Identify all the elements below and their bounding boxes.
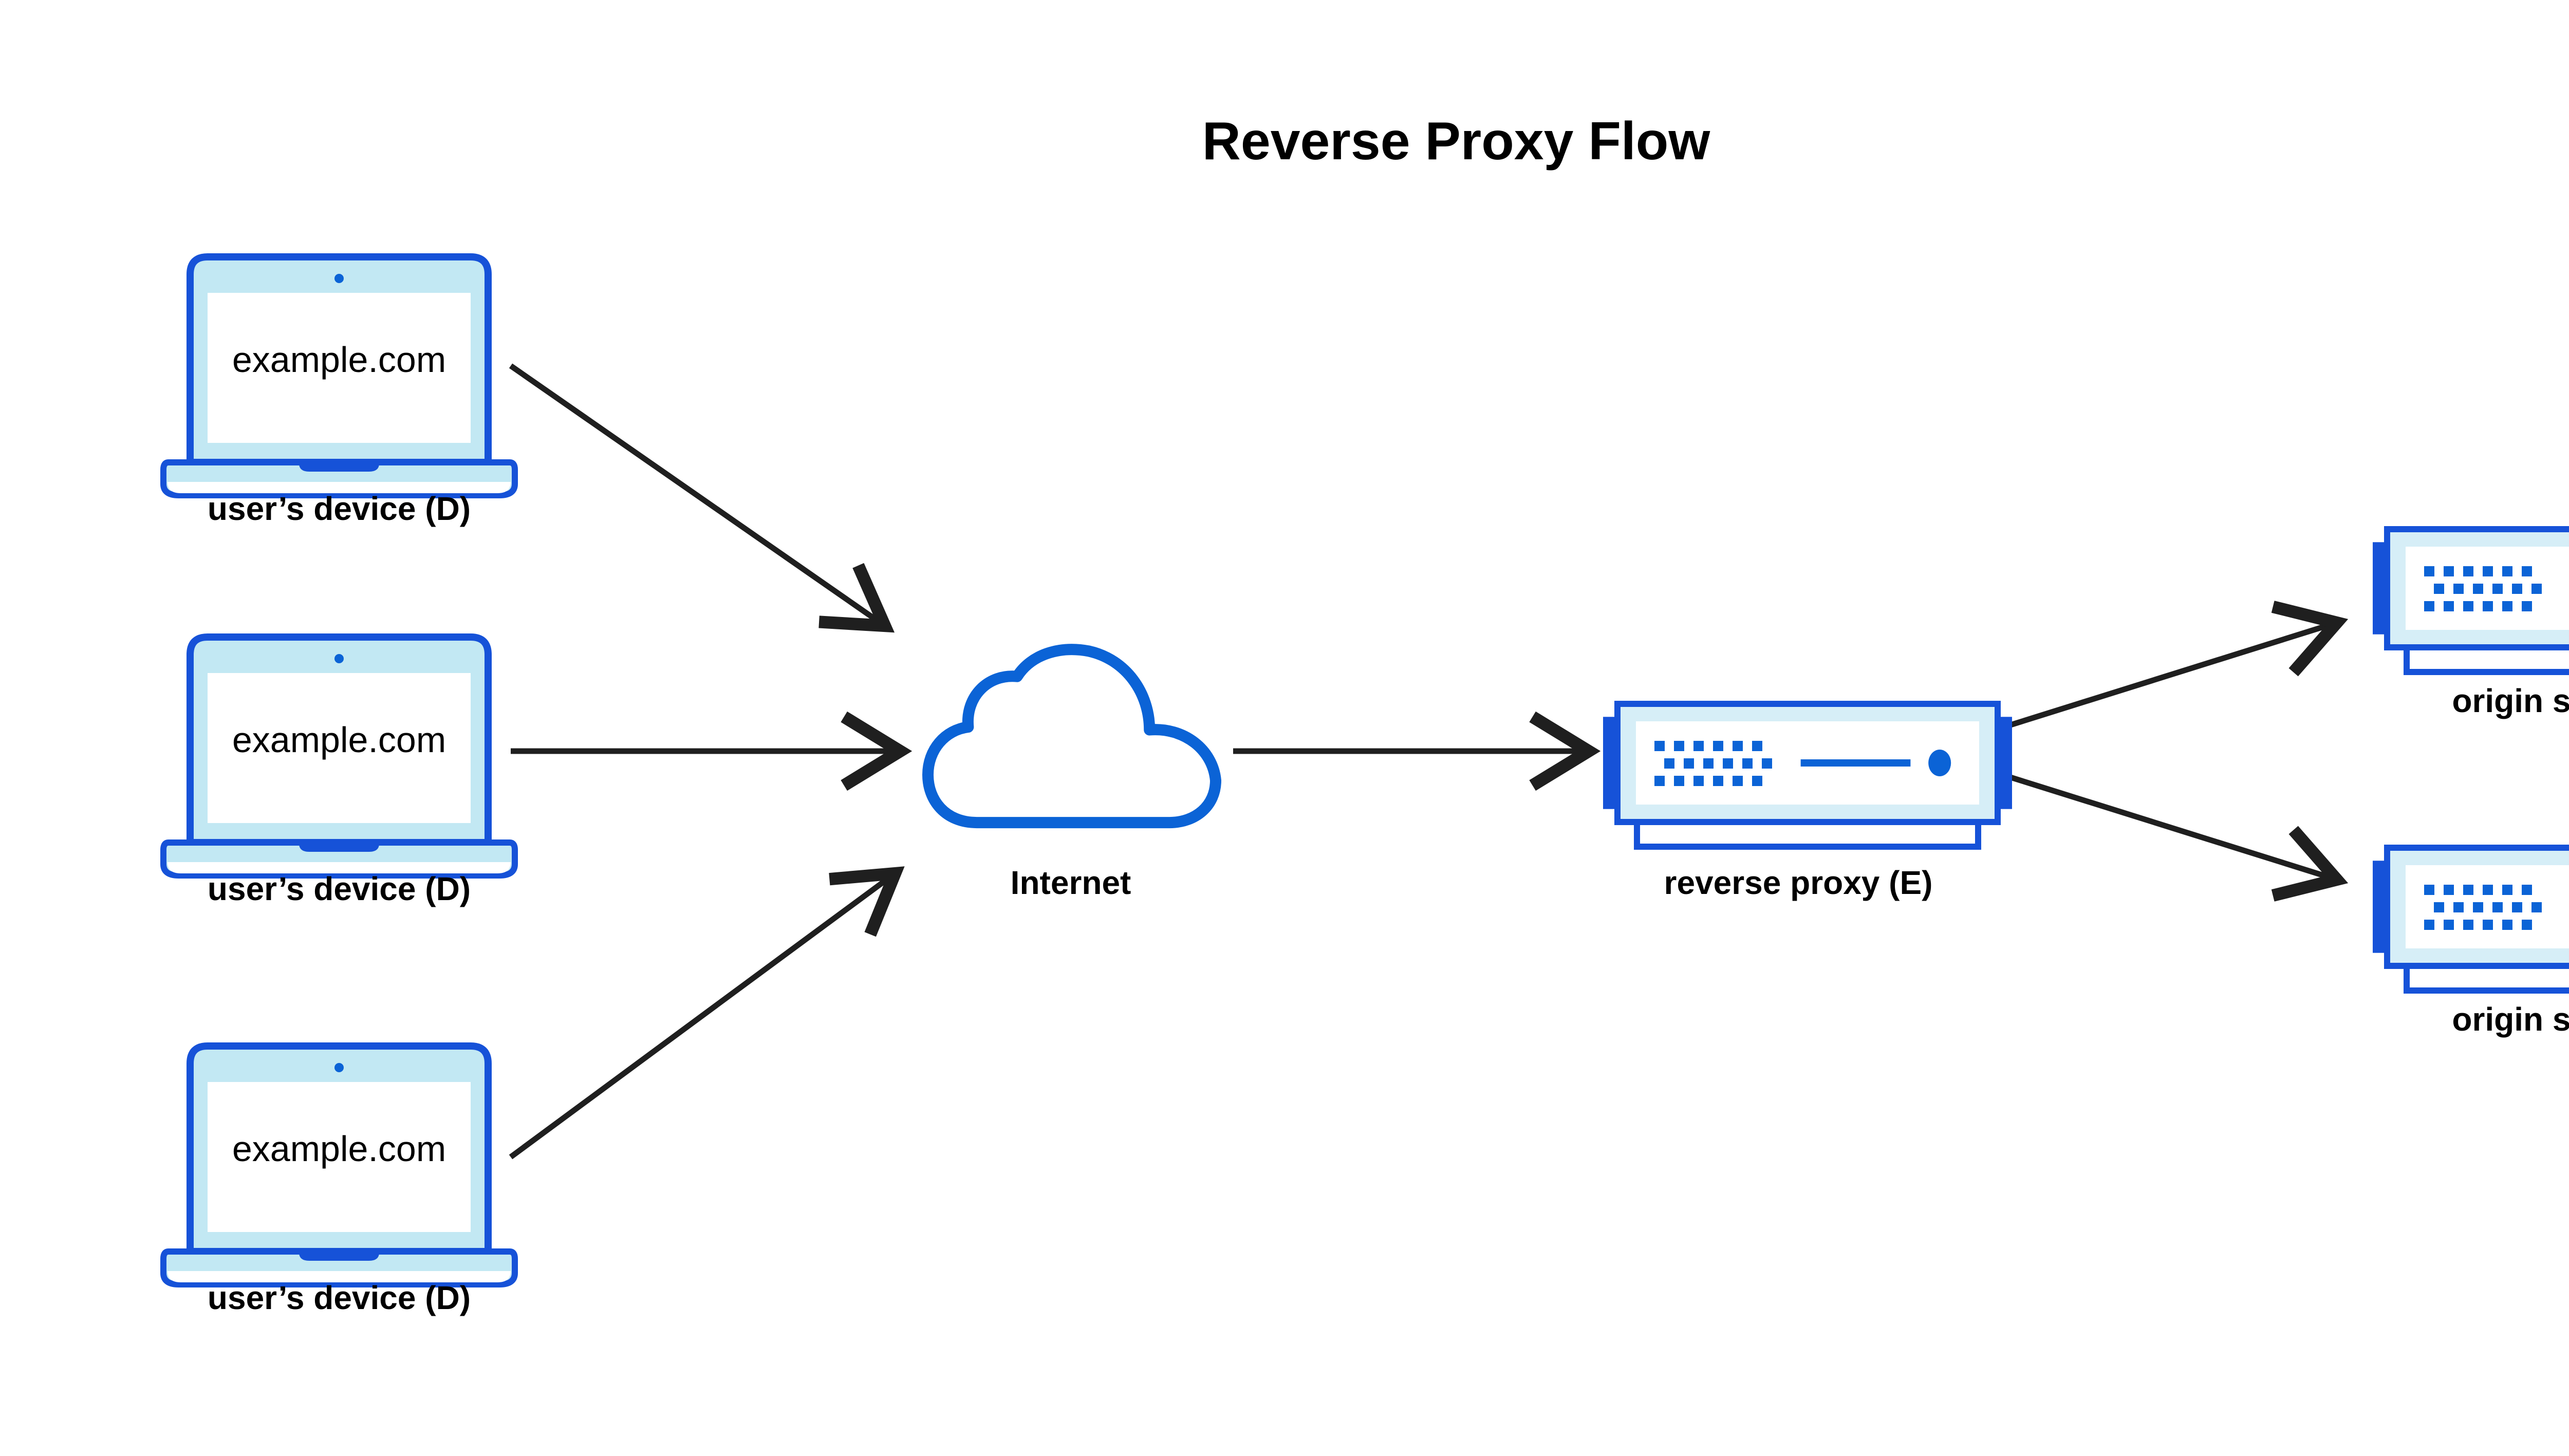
server-dot-icon — [1723, 758, 1733, 769]
laptop-screen — [208, 673, 471, 823]
server-dot-icon — [2483, 885, 2493, 895]
laptop-base-shine — [167, 862, 511, 873]
node-label-internet: Internet — [1011, 864, 1131, 901]
server-dot-icon — [2531, 902, 2542, 912]
laptop-screen — [208, 1082, 471, 1232]
screen-url-text: example.com — [232, 1129, 446, 1169]
node-label-origin-1: origin server (F) — [2452, 682, 2569, 719]
server-dot-icon — [1684, 758, 1694, 769]
node-label-origin-2: origin server (F) — [2452, 1001, 2569, 1038]
server-dot-icon — [1742, 758, 1753, 769]
server-dot-icon — [2444, 601, 2454, 611]
cloud-icon — [922, 644, 1221, 829]
server-dot-icon — [2463, 566, 2473, 576]
screen-url-text: example.com — [232, 720, 446, 760]
server-dot-icon — [2492, 584, 2503, 594]
laptop-notch — [299, 1253, 379, 1261]
node-label-device-1: user’s device (D) — [208, 490, 471, 527]
laptop-base-shine — [167, 482, 511, 493]
server-dot-icon — [1693, 776, 1704, 786]
laptop-screen — [208, 293, 471, 443]
camera-dot-icon — [334, 654, 344, 663]
node-device-1[interactable]: example.com user’s device (D) — [160, 253, 518, 527]
server-dot-icon — [2463, 601, 2473, 611]
camera-dot-icon — [334, 274, 344, 283]
server-dot-icon — [1752, 776, 1762, 786]
node-origin-1[interactable]: origin server (F) — [2373, 526, 2569, 719]
server-dot-icon — [2483, 566, 2493, 576]
arrow-proxy-to-origin2 — [2008, 774, 2337, 880]
server-dot-icon — [1674, 776, 1684, 786]
page-title: Reverse Proxy Flow — [1202, 111, 1711, 171]
node-internet[interactable]: Internet — [922, 644, 1221, 901]
server-dot-icon — [2463, 920, 2473, 930]
server-dot-icon — [1654, 741, 1665, 751]
server-dot-icon — [2502, 566, 2512, 576]
server-dot-icon — [1664, 758, 1674, 769]
server-dot-icon — [2502, 920, 2512, 930]
server-dot-icon — [2444, 885, 2454, 895]
server-dot-icon — [2424, 566, 2434, 576]
server-dot-icon — [1674, 741, 1684, 751]
arrow-device3-to-internet — [509, 873, 895, 1160]
node-label-device-2: user’s device (D) — [208, 870, 471, 907]
node-reverse-proxy[interactable]: reverse proxy (E) — [1603, 701, 2012, 901]
server-dot-icon — [2483, 601, 2493, 611]
server-faceplate — [2406, 865, 2569, 948]
server-dot-icon — [1654, 776, 1665, 786]
server-dot-icon — [1733, 741, 1743, 751]
server-dot-icon — [2453, 902, 2464, 912]
server-dot-icon — [2512, 902, 2522, 912]
server-dot-icon — [2512, 584, 2522, 594]
node-label-device-3: user’s device (D) — [208, 1279, 471, 1316]
node-device-3[interactable]: example.com user’s device (D) — [160, 1042, 518, 1316]
server-dot-icon — [2522, 566, 2532, 576]
server-dot-icon — [2473, 902, 2483, 912]
server-dot-icon — [2502, 601, 2512, 611]
screen-url-text: example.com — [232, 340, 446, 380]
node-origin-2[interactable]: origin server (F) — [2373, 845, 2569, 1038]
node-layer: example.com user’s device (D) example.com u… — [160, 253, 2569, 1316]
server-stand — [1634, 819, 1981, 850]
node-label-reverse-proxy: reverse proxy (E) — [1664, 864, 1933, 901]
laptop-notch — [299, 844, 379, 852]
server-dot-icon — [2483, 920, 2493, 930]
server-dot-icon — [1752, 741, 1762, 751]
server-dot-icon — [2531, 584, 2542, 594]
server-dot-icon — [1703, 758, 1714, 769]
laptop-notch — [299, 463, 379, 472]
server-dot-icon — [2463, 885, 2473, 895]
server-stand — [2404, 644, 2569, 675]
server-dot-icon — [2522, 885, 2532, 895]
laptop-base-shine — [167, 1271, 511, 1282]
server-faceplate — [2406, 547, 2569, 630]
server-dot-icon — [2424, 601, 2434, 611]
server-dot-icon — [2522, 920, 2532, 930]
server-stand — [2404, 963, 2569, 994]
server-dot-icon — [2473, 584, 2483, 594]
node-device-2[interactable]: example.com user’s device (D) — [160, 633, 518, 907]
server-dot-icon — [2522, 601, 2532, 611]
server-dot-icon — [1762, 758, 1772, 769]
server-dot-icon — [1733, 776, 1743, 786]
camera-dot-icon — [334, 1063, 344, 1072]
server-dot-icon — [2424, 885, 2434, 895]
server-dot-icon — [2453, 584, 2464, 594]
server-dot-icon — [2424, 920, 2434, 930]
server-dot-icon — [2444, 920, 2454, 930]
server-dot-icon — [1713, 741, 1723, 751]
server-dot-icon — [2502, 885, 2512, 895]
server-dot-icon — [2434, 902, 2444, 912]
server-dot-icon — [2444, 566, 2454, 576]
server-dot-icon — [1693, 741, 1704, 751]
server-dot-icon — [2492, 902, 2503, 912]
server-led-icon — [1928, 750, 1951, 776]
arrow-device1-to-internet — [509, 363, 885, 626]
server-dot-icon — [1713, 776, 1723, 786]
arrow-proxy-to-origin1 — [2008, 623, 2337, 729]
server-dot-icon — [2434, 584, 2444, 594]
arrow-layer — [509, 363, 2337, 1160]
